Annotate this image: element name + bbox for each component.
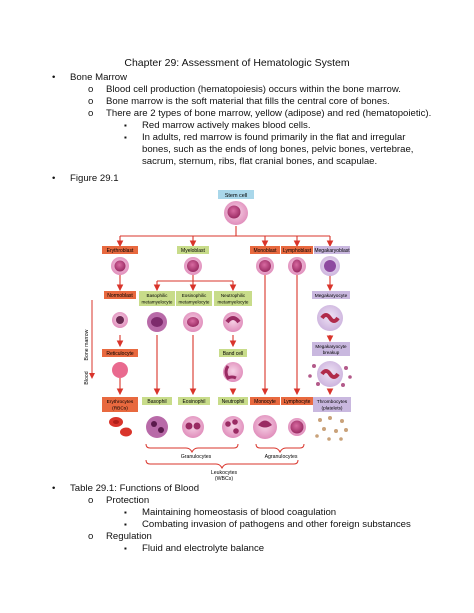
megakaryocyte-breakup-icon [308, 361, 352, 387]
bullet-level1: • [52, 173, 56, 184]
label-stem-cell: Stem cell [225, 193, 248, 199]
label-megakaryoblast: Megakaryoblast [314, 248, 350, 254]
label-granulocytes: Granulocytes [181, 454, 212, 460]
label-monoblast: Monoblast [253, 248, 277, 254]
label-erythrocytes: Erythrocytes [107, 399, 134, 405]
bullet-level1: • [52, 72, 56, 83]
label-band-cell: Band cell [223, 351, 244, 357]
eosinophil-cell-icon [182, 416, 204, 438]
grouping-brackets [145, 443, 305, 470]
label-megakaryocyte-breakup-2: breakup [323, 350, 340, 355]
bullet-level3: ▪ [124, 508, 127, 517]
list-item: Bone marrow is the soft material that fi… [106, 96, 390, 107]
label-neutrophil: Neutrophil [222, 399, 245, 405]
label-reticulocyte: Reticulocyte [106, 351, 133, 357]
bullet-level2: o [88, 495, 94, 506]
list-item: Blood cell production (hematopoiesis) oc… [106, 84, 401, 95]
label-rbcs: (RBCs) [112, 406, 128, 412]
label-metamyelocyte: metamyelocyte [142, 300, 173, 305]
list-item-regulation: Regulation [106, 531, 152, 542]
label-megakaryocyte: Megakaryocyte [315, 293, 348, 299]
page-title: Chapter 29: Assessment of Hematologic Sy… [124, 57, 350, 69]
bullet-level2: o [88, 96, 94, 107]
bullet-level3: ▪ [124, 121, 127, 130]
bullet-level2: o [88, 84, 94, 95]
label-basophilic: Basophilic [147, 293, 169, 298]
section-heading-bone-marrow: Bone Marrow [70, 72, 128, 83]
label-basophil: Basophil [147, 399, 166, 405]
figure-heading: Figure 29.1 [70, 173, 119, 184]
label-wbcs: (WBCs) [215, 476, 233, 482]
platelets-icon [315, 416, 348, 441]
bullet-level1: • [52, 483, 56, 494]
label-eosinophilic: Eosinophilic [182, 293, 207, 298]
bullet-level2: o [88, 108, 94, 119]
list-item: There are 2 types of bone marrow, yellow… [106, 108, 432, 119]
neutrophil-cell-icon [222, 416, 244, 438]
label-box-stem-cell [218, 190, 254, 199]
label-lymphoblast: Lymphoblast [283, 248, 312, 254]
erythrocytes-icon [109, 417, 132, 437]
label-agranulocytes: Agranulocytes [265, 454, 298, 460]
label-monocyte: Monocyte [254, 399, 276, 405]
bullet-level3: ▪ [124, 520, 127, 529]
label-neutrophilic: Neutrophilic [221, 293, 246, 298]
reticulocyte-cell-icon [112, 362, 128, 378]
label-megakaryocyte-breakup-1: Megakaryocyte [315, 344, 347, 349]
label-normoblast: Normoblast [107, 293, 133, 299]
list-item: In adults, red marrow is found primarily… [142, 132, 414, 167]
bone-marrow-blood-axis: Bone marrow Blood [84, 300, 95, 385]
label-thrombocytes: Thrombocytes [317, 399, 348, 405]
label-metamyelocyte: metamyelocyte [179, 300, 210, 305]
label-bone-marrow: Bone marrow [84, 329, 90, 360]
neutrophilic-metamyelocyte-icon [223, 312, 243, 332]
bullet-level3: ▪ [124, 133, 127, 142]
table-heading: Table 29.1: Functions of Blood [70, 483, 200, 494]
list-item: Red marrow actively makes blood cells. [142, 120, 311, 131]
label-blood: Blood [84, 371, 90, 384]
lineage-connectors [116, 226, 334, 396]
label-myeloblast: Myeloblast [181, 248, 206, 254]
list-item: Maintaining homeostasis of blood coagula… [142, 507, 337, 518]
list-item-protection: Protection [106, 495, 150, 506]
label-leukocytes: Leukocytes [211, 470, 238, 476]
list-item: Combating invasion of pathogens and othe… [142, 519, 411, 530]
bullet-level2: o [88, 531, 94, 542]
bullet-level3: ▪ [124, 544, 127, 553]
basophil-cell-icon [146, 416, 168, 438]
label-lymphocyte: Lymphocyte [284, 399, 311, 405]
label-metamyelocyte: metamyelocyte [218, 300, 249, 305]
label-platelets: (platelets) [321, 406, 342, 412]
label-erythroblast: Erythroblast [107, 248, 134, 254]
list-item: Fluid and electrolyte balance [142, 543, 265, 554]
label-eosinophil: Eosinophil [182, 399, 205, 405]
